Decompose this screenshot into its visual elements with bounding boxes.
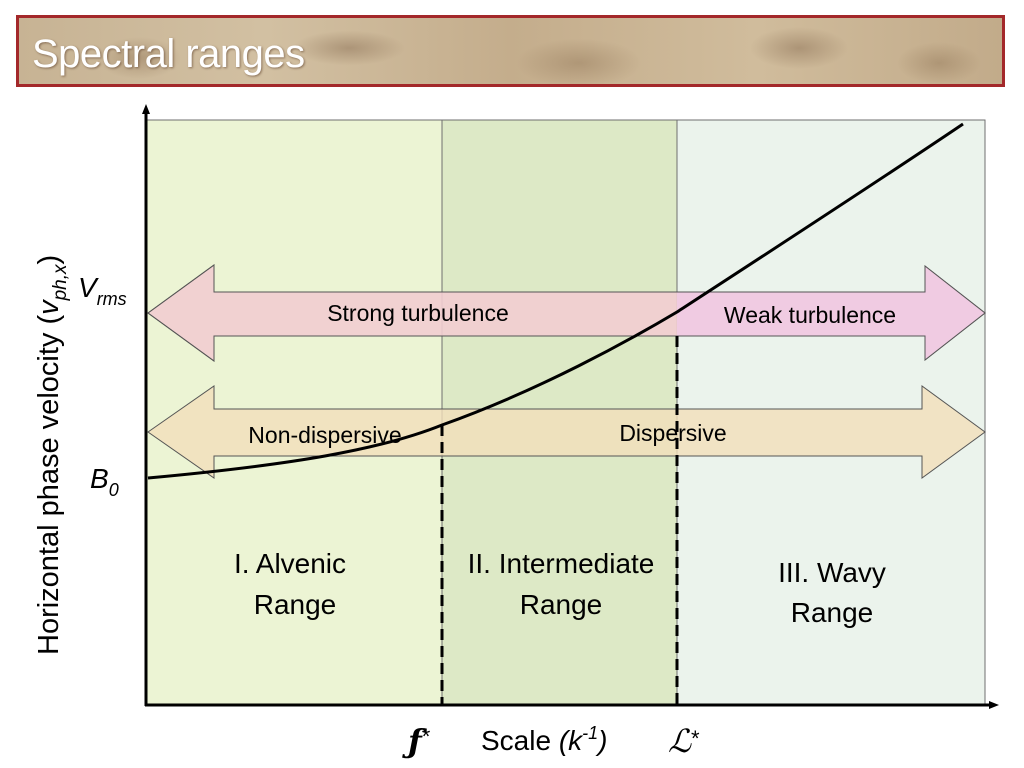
y-axis-arrowhead <box>142 104 150 114</box>
y-tick-vrms: Vrms <box>78 272 127 309</box>
x-axis-k: k <box>568 725 584 756</box>
region-intermediate-line1: II. Intermediate <box>468 548 655 579</box>
l-star-asterisk: * <box>691 726 700 751</box>
x-axis-paren-open: ( <box>559 725 571 756</box>
strong-turbulence-label: Strong turbulence <box>327 300 509 326</box>
dispersion-arrow <box>147 385 986 479</box>
dispersive-label: Dispersive <box>619 420 726 446</box>
slide-title: Spectral ranges <box>32 32 305 76</box>
f-star-asterisk: * <box>422 724 431 749</box>
y-tick-b0: B0 <box>90 463 119 500</box>
title-banner: Spectral ranges <box>16 15 1005 87</box>
vrms-symbol: V <box>78 272 99 303</box>
b0-subscript: 0 <box>109 480 119 500</box>
x-tick-l-star: ℒ* <box>668 722 700 760</box>
x-tick-f-star: ƒ* <box>402 722 431 760</box>
weak-turbulence-segment <box>677 266 985 360</box>
turbulence-arrow-outline <box>147 264 986 362</box>
phase-velocity-curve <box>147 122 964 480</box>
x-axis-label: Scale (k-1) <box>481 723 608 756</box>
l-star-glyph: ℒ <box>668 722 692 760</box>
x-axis-paren-close: ) <box>595 725 607 756</box>
x-axis-label-main: Scale <box>481 725 559 756</box>
x-axis-arrowhead <box>989 701 999 709</box>
region-wavy-line1: III. Wavy <box>778 557 886 588</box>
weak-turbulence-label: Weak turbulence <box>724 302 896 328</box>
region-alvenic-line1: I. Alvenic <box>234 548 346 579</box>
y-axis-label-main: Horizontal phase velocity ( <box>33 315 65 655</box>
region-alvenic-line2: Range <box>254 589 337 620</box>
region-wavy-line2: Range <box>791 597 874 628</box>
region-intermediate-line2: Range <box>520 589 603 620</box>
x-axis-exponent: -1 <box>582 723 598 743</box>
y-axis-label-subscript: ph,x <box>50 263 71 301</box>
b0-symbol: B <box>90 463 109 494</box>
y-axis-label-close: ) <box>33 255 65 265</box>
y-axis-label-symbol: v <box>33 299 65 315</box>
vrms-subscript: rms <box>97 289 127 309</box>
non-dispersive-label: Non-dispersive <box>248 422 401 448</box>
y-axis-label: Horizontal phase velocity (vph,x) <box>33 255 71 655</box>
